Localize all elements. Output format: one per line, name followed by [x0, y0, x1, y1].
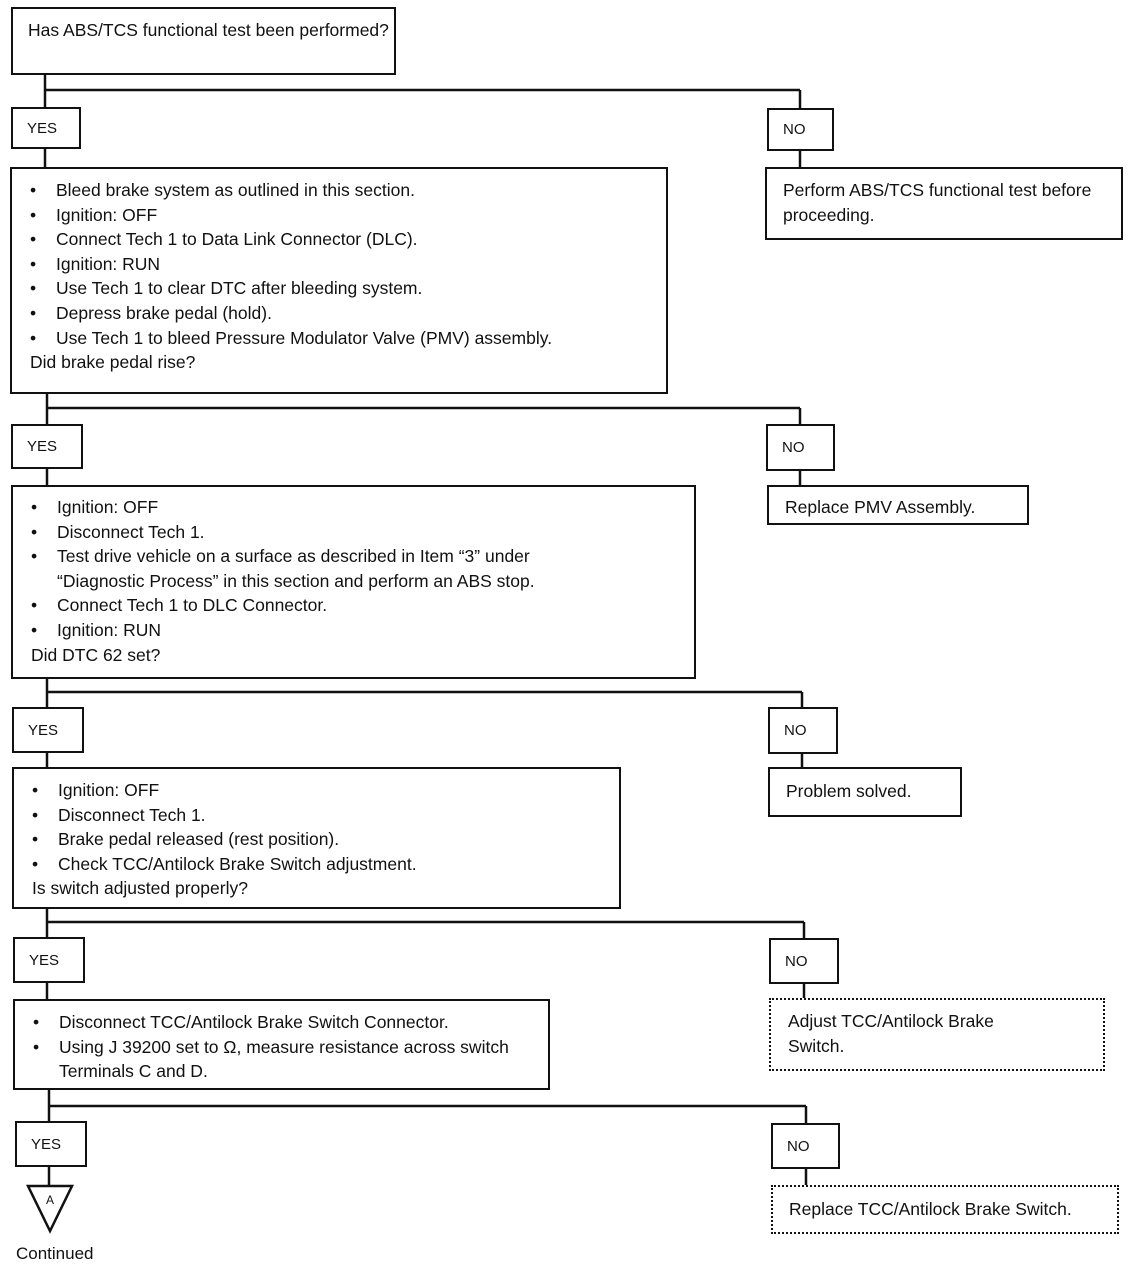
- yes-label: YES: [15, 1121, 87, 1167]
- step-box-test-drive: Ignition: OFF Disconnect Tech 1. Test dr…: [11, 485, 696, 679]
- action-text: Perform ABS/TCS functional test before p…: [783, 180, 1092, 225]
- no-label: NO: [766, 424, 835, 471]
- action-box-problem-solved: Problem solved.: [768, 767, 962, 817]
- no-label: NO: [767, 108, 834, 151]
- step-bullet: Connect Tech 1 to DLC Connector.: [31, 593, 684, 618]
- step-box-measure-resistance: Disconnect TCC/Antilock Brake Switch Con…: [13, 999, 550, 1090]
- step-question: Did brake pedal rise?: [30, 352, 196, 373]
- step-question: Is switch adjusted properly?: [32, 878, 248, 899]
- continued-note: Continued: [16, 1244, 94, 1263]
- step-bullet: Disconnect TCC/Antilock Brake Switch Con…: [33, 1010, 538, 1035]
- yes-label: YES: [11, 107, 81, 149]
- no-label: NO: [771, 1123, 840, 1169]
- yes-label: YES: [12, 707, 84, 753]
- step-bullet: Bleed brake system as outlined in this s…: [30, 178, 656, 203]
- question-box-functional-test: Has ABS/TCS functional test been perform…: [11, 7, 396, 75]
- step-bullet: Ignition: RUN: [30, 252, 656, 277]
- question-text: Has ABS/TCS functional test been perform…: [28, 20, 389, 40]
- yes-label: YES: [11, 424, 83, 469]
- step-question: Did DTC 62 set?: [31, 644, 161, 665]
- step-bullet: Use Tech 1 to clear DTC after bleeding s…: [30, 276, 656, 301]
- step-bullet: Test drive vehicle on a surface as descr…: [31, 544, 684, 593]
- step-bullet: Use Tech 1 to bleed Pressure Modulator V…: [30, 326, 656, 351]
- step-bullet: Ignition: OFF: [31, 495, 684, 520]
- step-bullet: Depress brake pedal (hold).: [30, 301, 656, 326]
- off-page-connector-icon: A: [26, 1184, 74, 1234]
- action-text: Replace PMV Assembly.: [785, 497, 976, 517]
- step-bullet: Ignition: OFF: [30, 203, 656, 228]
- yes-label: YES: [13, 937, 85, 983]
- action-box-adjust-switch: Adjust TCC/Antilock Brake Switch.: [769, 998, 1105, 1071]
- action-text: Adjust TCC/Antilock Brake Switch.: [788, 1011, 994, 1056]
- step-bullet: Connect Tech 1 to Data Link Connector (D…: [30, 227, 656, 252]
- action-box-replace-pmv: Replace PMV Assembly.: [767, 485, 1029, 525]
- action-box-perform-functional-test: Perform ABS/TCS functional test before p…: [765, 167, 1123, 240]
- step-bullet: Ignition: RUN: [31, 618, 684, 643]
- step-bullet: Brake pedal released (rest position).: [32, 827, 609, 852]
- action-text: Problem solved.: [786, 781, 912, 801]
- connector-label: A: [46, 1193, 54, 1207]
- no-label: NO: [769, 938, 839, 984]
- action-box-replace-switch: Replace TCC/Antilock Brake Switch.: [771, 1185, 1119, 1234]
- step-box-bleed-brakes: Bleed brake system as outlined in this s…: [10, 167, 668, 394]
- step-bullet: Disconnect Tech 1.: [32, 803, 609, 828]
- step-bullet: Check TCC/Antilock Brake Switch adjustme…: [32, 852, 609, 877]
- step-bullet: Ignition: OFF: [32, 778, 609, 803]
- no-label: NO: [768, 707, 838, 754]
- action-text: Replace TCC/Antilock Brake Switch.: [789, 1199, 1072, 1219]
- step-bullet: Disconnect Tech 1.: [31, 520, 684, 545]
- step-bullet: Using J 39200 set to Ω, measure resistan…: [33, 1035, 538, 1084]
- step-box-switch-adjustment: Ignition: OFF Disconnect Tech 1. Brake p…: [12, 767, 621, 909]
